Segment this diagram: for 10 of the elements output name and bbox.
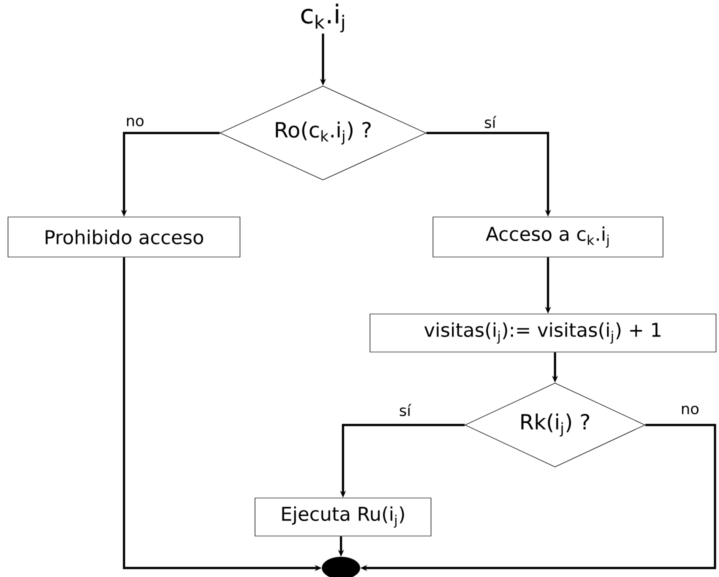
edge-label: sí xyxy=(483,114,497,130)
edge-label: no xyxy=(680,404,700,416)
process-box: Prohibido acceso xyxy=(8,216,240,258)
process-box: Acceso a c$_{k}$.i$_{j}$ xyxy=(432,216,664,258)
process-box: Ejecuta Ru(i$_{j}$) xyxy=(254,498,432,536)
edge-label: sí xyxy=(398,402,412,418)
process-box: visitas(i$_{j}$):= visitas(i$_{j}$) + 1 xyxy=(370,314,716,352)
edge-label: no xyxy=(124,116,146,128)
terminal-ellipse xyxy=(322,556,360,577)
start-label: c$_{k}$.i$_{j}$ xyxy=(301,4,344,32)
